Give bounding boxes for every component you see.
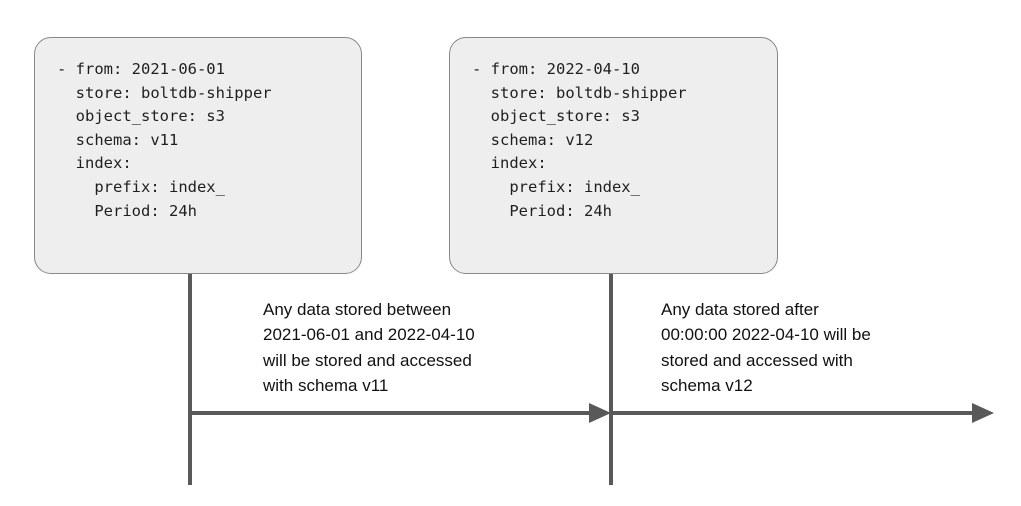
config-text-schema-v12: - from: 2022-04-10 store: boltdb-shipper… <box>472 60 687 220</box>
config-box-schema-v11: - from: 2021-06-01 store: boltdb-shipper… <box>34 37 362 274</box>
timeline-marker-2021-06-01 <box>188 274 192 485</box>
timeline-marker-2022-04-10 <box>609 274 613 485</box>
annotation-schema-v12: Any data stored after 00:00:00 2022-04-1… <box>661 300 871 396</box>
timeline-segment-schema-v11 <box>190 411 590 415</box>
config-box-schema-v12: - from: 2022-04-10 store: boltdb-shipper… <box>449 37 778 274</box>
annotation-schema-v11: Any data stored between 2021-06-01 and 2… <box>263 300 475 396</box>
timeline-segment-schema-v12 <box>611 411 973 415</box>
arrowhead-icon-schema-v12 <box>972 403 994 423</box>
arrowhead-icon-schema-v11 <box>589 403 611 423</box>
config-text-schema-v11: - from: 2021-06-01 store: boltdb-shipper… <box>57 60 272 220</box>
